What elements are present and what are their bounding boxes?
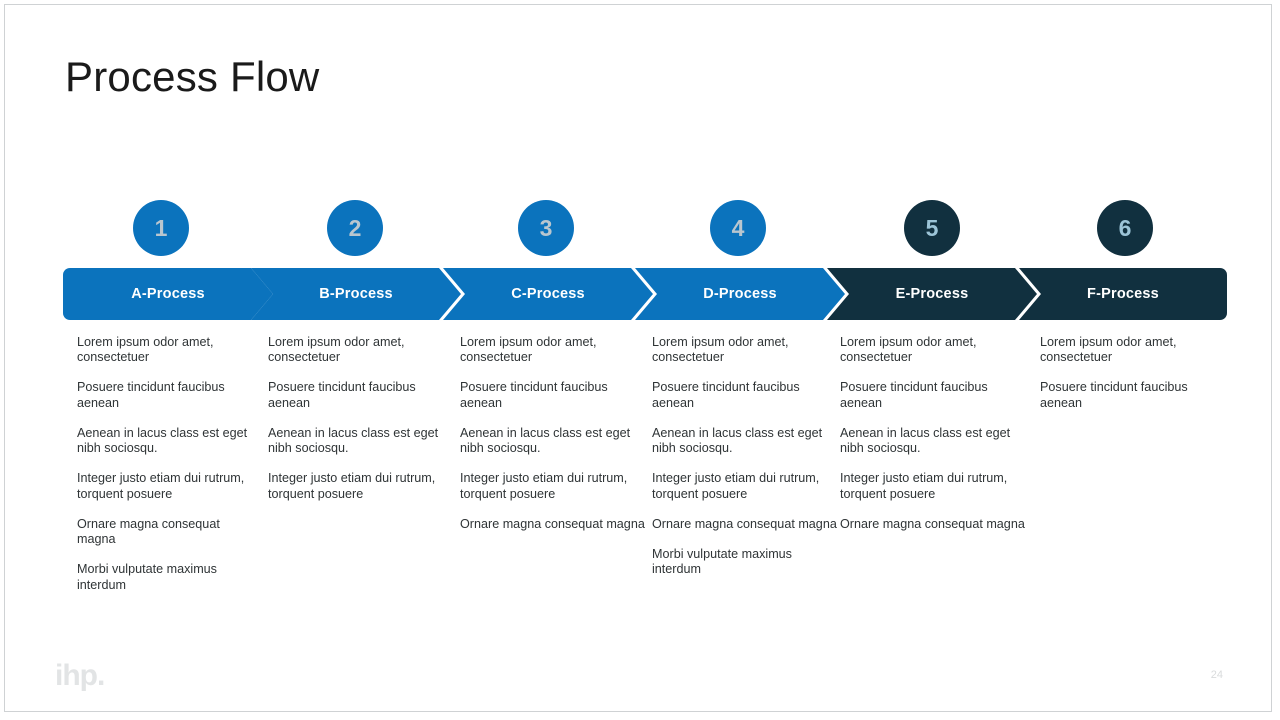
detail-item: Aenean in lacus class est eget nibh soci… (268, 425, 439, 456)
step-number-5: 5 (925, 214, 939, 241)
detail-item: Integer justo etiam dui rutrum, torquent… (460, 471, 628, 501)
detail-item: Ornare magna consequat magna (652, 516, 837, 531)
detail-item: Posuere tincidunt faucibus aenean (840, 380, 988, 410)
step-number-3: 3 (539, 214, 553, 241)
step-number-6: 6 (1118, 214, 1132, 241)
step-badge-4: 4 (710, 200, 766, 256)
detail-item: Lorem ipsum odor amet, consectetuer (840, 335, 977, 365)
detail-item: Posuere tincidunt faucibus aenean (1040, 380, 1188, 410)
process-step-1[interactable]: 1 A-Process (63, 200, 273, 325)
process-step-3[interactable]: 3 C-Process (443, 200, 653, 325)
detail-item: Ornare magna consequat magna (77, 516, 220, 547)
step-label-3: C-Process (511, 286, 585, 302)
detail-item: Integer justo etiam dui rutrum, torquent… (77, 471, 245, 501)
detail-column-2: Lorem ipsum odor amet, consectetuer Posu… (268, 335, 452, 517)
step-badge-2: 2 (327, 200, 383, 256)
detail-column-5: Lorem ipsum odor amet, consectetuer Posu… (840, 335, 1028, 547)
detail-item: Aenean in lacus class est eget nibh soci… (840, 425, 1011, 456)
step-number-4: 4 (731, 214, 745, 241)
detail-item: Morbi vulputate maximus interdum (652, 547, 792, 577)
detail-item: Aenean in lacus class est eget nibh soci… (77, 425, 248, 456)
step-badge-1: 1 (133, 200, 189, 256)
detail-item: Posuere tincidunt faucibus aenean (652, 380, 800, 410)
detail-item: Integer justo etiam dui rutrum, torquent… (268, 471, 436, 501)
process-step-2[interactable]: 2 B-Process (251, 200, 461, 325)
detail-item: Integer justo etiam dui rutrum, torquent… (840, 471, 1008, 501)
step-chevron-1[interactable]: A-Process (63, 268, 273, 320)
detail-item: Aenean in lacus class est eget nibh soci… (460, 425, 631, 456)
detail-item: Lorem ipsum odor amet, consectetuer (652, 335, 789, 365)
step-label-6: F-Process (1087, 286, 1159, 302)
step-badge-5: 5 (904, 200, 960, 256)
page-number: 24 (1210, 669, 1223, 681)
step-badge-6: 6 (1097, 200, 1153, 256)
detail-item: Posuere tincidunt faucibus aenean (77, 380, 225, 410)
step-label-2: B-Process (319, 286, 393, 302)
step-chevron-6[interactable]: F-Process (1019, 268, 1227, 320)
step-label-5: E-Process (895, 286, 969, 302)
detail-item: Morbi vulputate maximus interdum (77, 562, 217, 592)
detail-column-3: Lorem ipsum odor amet, consectetuer Posu… (460, 335, 648, 547)
process-flow-diagram: 1 A-Process 2 B-Process 3 C-Process (63, 200, 1227, 325)
step-label-1: A-Process (131, 286, 205, 302)
detail-item: Posuere tincidunt faucibus aenean (460, 380, 608, 410)
slide-canvas: Process Flow 1 A-Process 2 B-Process 3 (4, 4, 1272, 712)
detail-item: Lorem ipsum odor amet, consectetuer (268, 335, 405, 365)
step-badge-3: 3 (518, 200, 574, 256)
detail-column-6: Lorem ipsum odor amet, consectetuer Posu… (1040, 335, 1228, 426)
process-step-5[interactable]: 5 E-Process (827, 200, 1037, 325)
step-number-2: 2 (348, 214, 362, 241)
detail-column-4: Lorem ipsum odor amet, consectetuer Posu… (652, 335, 840, 593)
brand-logo: ihp. (55, 659, 105, 692)
detail-item: Lorem ipsum odor amet, consectetuer (460, 335, 597, 365)
step-number-1: 1 (154, 214, 168, 241)
detail-item: Ornare magna consequat magna (460, 516, 645, 531)
detail-item: Lorem ipsum odor amet, consectetuer (1040, 335, 1177, 365)
step-chevron-5[interactable]: E-Process (827, 268, 1037, 320)
process-step-4[interactable]: 4 D-Process (635, 200, 845, 325)
step-chevron-3[interactable]: C-Process (443, 268, 653, 320)
page-title: Process Flow (65, 53, 320, 100)
process-step-6[interactable]: 6 F-Process (1019, 200, 1227, 325)
step-label-4: D-Process (703, 286, 777, 302)
step-chevron-2[interactable]: B-Process (251, 268, 461, 320)
detail-columns: Lorem ipsum odor amet, consectetuer Posu… (63, 335, 1233, 625)
step-chevron-4[interactable]: D-Process (635, 268, 845, 320)
detail-item: Aenean in lacus class est eget nibh soci… (652, 425, 823, 456)
detail-item: Posuere tincidunt faucibus aenean (268, 380, 416, 410)
detail-item: Lorem ipsum odor amet, consectetuer (77, 335, 214, 365)
detail-column-1: Lorem ipsum odor amet, consectetuer Posu… (77, 335, 261, 608)
detail-item: Integer justo etiam dui rutrum, torquent… (652, 471, 820, 501)
detail-item: Ornare magna consequat magna (840, 516, 1025, 531)
